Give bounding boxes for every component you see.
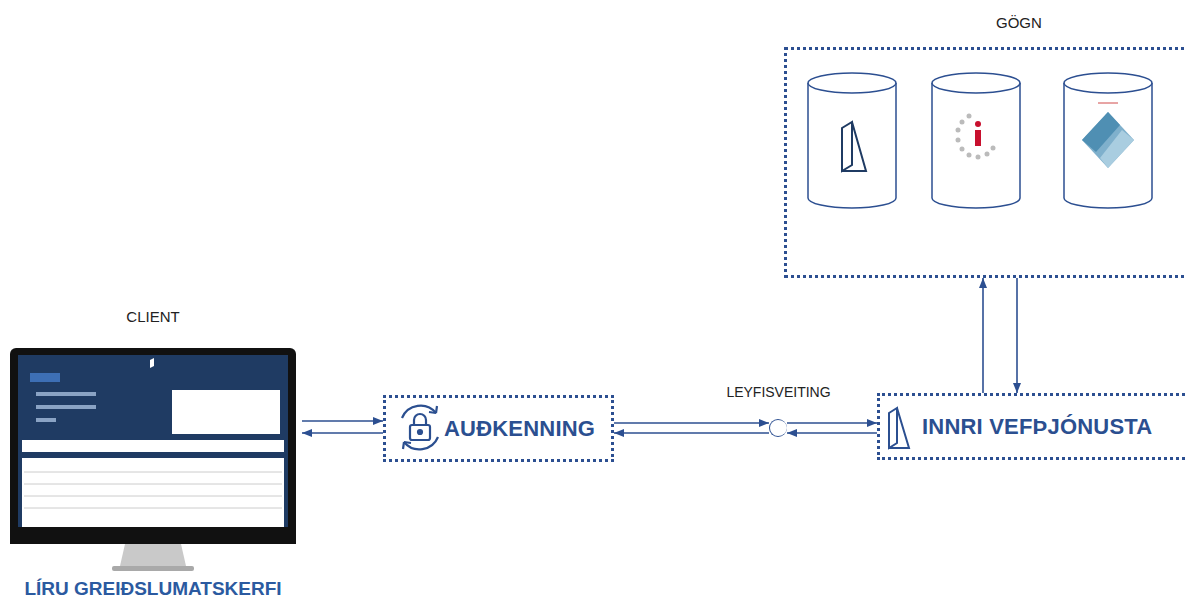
heading-label: LEYFISVEITING [726, 384, 830, 400]
database-cylinders [808, 73, 1152, 208]
client-monitor: CLIENT LÍRU GREIÐSLUMATSKERFI [4, 302, 302, 604]
connector-line [982, 278, 984, 393]
heading-label: CLIENT [126, 308, 179, 325]
monitor-illustration [10, 348, 296, 571]
lira-logo [842, 122, 866, 171]
double-arrow-connector [787, 423, 877, 433]
double-arrow-connector [614, 423, 769, 433]
connector-line [302, 420, 383, 422]
data-region: GÖGN [784, 47, 1187, 278]
connector-line [302, 432, 383, 434]
double-arrow-connector [983, 278, 1017, 393]
double-arrow-connector [302, 421, 383, 433]
connector-line [787, 432, 877, 434]
connector-line [1016, 278, 1018, 393]
process-box: INNRI VEFÞJÓNUSTA [877, 393, 1187, 460]
lira-logo [889, 408, 909, 448]
connector-line [614, 422, 769, 424]
connector-line [614, 432, 769, 434]
process-box: AUÐKENNING [383, 395, 614, 462]
registry-logo [1082, 103, 1134, 168]
system-name: LÍRU GREIÐSLUMATSKERFI [24, 578, 281, 600]
connector-line [787, 422, 877, 424]
heading-label: GÖGN [996, 14, 1042, 31]
box-label: AUÐKENNING [444, 416, 595, 442]
lock-icon [402, 406, 438, 450]
box-label: INNRI VEFÞJÓNUSTA [922, 414, 1152, 440]
junction-circle: LEYFISVEITING [769, 419, 787, 437]
info-logo [956, 114, 996, 160]
